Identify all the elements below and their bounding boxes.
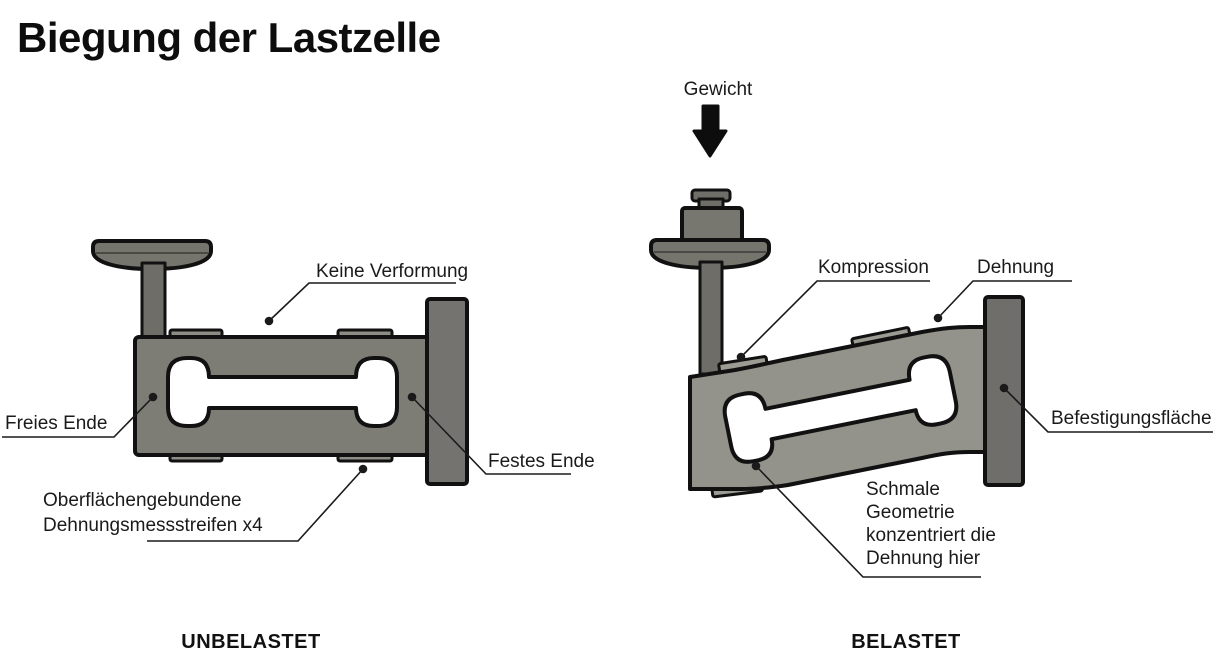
down-arrow-icon [692,104,728,158]
dogbone-hole-loaded [722,354,959,464]
page-title: Biegung der Lastzelle [17,14,441,61]
label-no-deformation: Keine Verformung [316,261,468,282]
label-narrow-geometry-line3: konzentriert die [866,525,996,546]
label-free-end: Freies Ende [5,413,107,434]
leader-dot-narrow-geometry [751,461,761,471]
label-fixed-end: Festes Ende [488,451,595,472]
leader-compression [740,280,930,358]
leader-strain-gauges [147,468,364,542]
dogbone-hole-unloaded [166,356,399,428]
leader-dot-no-deformation [264,316,274,326]
leader-dot-fixed-end [407,392,417,402]
leader-fixed-end [411,396,571,475]
unloaded-cell-figure: Keine Verformung Freies Ende Festes Ende… [2,239,595,653]
weight-block [680,206,744,245]
label-narrow-geometry-line2: Geometrie [866,502,955,523]
leader-dot-compression [736,352,746,362]
leader-narrow-geometry [755,465,981,578]
label-strain-gauges-line1: Oberflächengebundene [43,490,242,511]
label-tension: Dehnung [977,257,1054,278]
leader-dot-tension [933,313,943,323]
label-strain-gauges-line2: Dehnungsmessstreifen x4 [43,515,263,536]
leader-no-deformation [268,282,456,322]
caption-loaded: BELASTET [851,631,961,653]
label-narrow-geometry-line4: Dehnung hier [866,548,981,569]
platform-stem-loaded [698,260,724,376]
loaded-cell-figure: Gewicht [649,79,1213,653]
leader-mounting-surface [1003,387,1213,433]
leader-dot-free-end [148,392,158,402]
label-mounting-surface: Befestigungsfläche [1051,408,1212,429]
mounting-plate-unloaded [425,297,469,486]
platform-stem [140,261,167,343]
leader-free-end [2,396,154,438]
label-weight: Gewicht [684,79,753,100]
label-compression: Kompression [818,257,929,278]
leader-tension [937,280,1072,319]
leader-dot-mounting-surface [999,383,1009,393]
label-narrow-geometry-line1: Schmale [866,479,940,500]
caption-unloaded: UNBELASTET [181,631,320,653]
leader-dot-strain-gauges [358,464,368,474]
